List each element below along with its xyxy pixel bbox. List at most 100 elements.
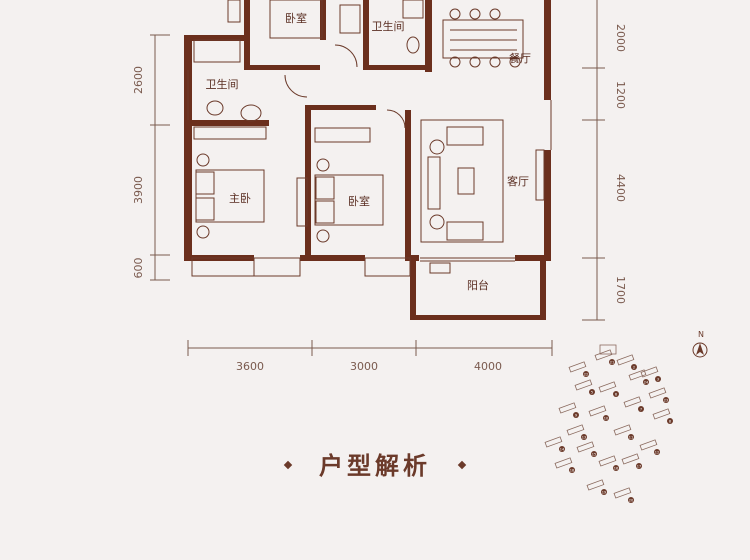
site-building bbox=[554, 457, 573, 469]
site-marker bbox=[631, 364, 637, 370]
site-marker bbox=[601, 489, 607, 495]
site-building bbox=[598, 381, 617, 393]
dim-bottom-4000: 4000 bbox=[474, 360, 502, 373]
site-marker-label: 22 bbox=[584, 373, 588, 377]
site-marker bbox=[638, 406, 644, 412]
site-marker-label: 18 bbox=[570, 469, 574, 473]
site-building bbox=[616, 354, 635, 366]
site-marker-label: 14 bbox=[560, 448, 565, 452]
room-label-bathroom-left: 卫生间 bbox=[206, 77, 239, 91]
room-label-master-bedroom: 主卧 bbox=[229, 192, 251, 205]
room-label-bedroom-mid: 卧室 bbox=[348, 194, 370, 208]
dim-right-2000: 2000 bbox=[614, 24, 627, 52]
dim-bottom-3600: 3600 bbox=[236, 360, 264, 373]
site-building bbox=[613, 487, 632, 499]
toilet-icon-left bbox=[206, 100, 224, 116]
dim-left-2600: 2600 bbox=[132, 66, 145, 94]
title-dot-left bbox=[283, 460, 293, 470]
site-marker-label: 3 bbox=[657, 378, 659, 382]
site-marker-label: 21 bbox=[610, 361, 614, 365]
footer-title: 户型解析 bbox=[283, 452, 467, 480]
shower-icon bbox=[193, 39, 241, 63]
sofa-icon bbox=[427, 156, 441, 210]
site-building bbox=[639, 439, 658, 451]
site-building bbox=[594, 349, 613, 361]
site-marker-label: 23 bbox=[664, 399, 668, 403]
master-bed-icon bbox=[195, 169, 265, 223]
site-marker-label: 16 bbox=[614, 467, 618, 471]
page-title: 户型解析 bbox=[319, 452, 431, 480]
room-label-bathroom-top: 卫生间 bbox=[372, 19, 405, 33]
site-marker-label: 9 bbox=[575, 414, 577, 418]
site-building bbox=[648, 387, 667, 399]
site-marker bbox=[573, 412, 579, 418]
site-building bbox=[623, 396, 642, 408]
dim-bottom-3000: 3000 bbox=[350, 360, 378, 373]
site-marker-label: 19 bbox=[602, 491, 606, 495]
site-marker bbox=[628, 434, 634, 440]
site-marker bbox=[613, 465, 619, 471]
site-marker bbox=[654, 449, 660, 455]
right-dimension-line bbox=[582, 0, 605, 321]
dim-right-1700: 1700 bbox=[614, 276, 627, 304]
site-building bbox=[568, 361, 587, 373]
rug bbox=[420, 119, 504, 243]
title-dot-right bbox=[457, 460, 467, 470]
site-marker bbox=[667, 418, 673, 424]
site-marker bbox=[603, 415, 609, 421]
dim-right-4400: 4400 bbox=[614, 174, 627, 202]
site-building bbox=[586, 479, 605, 491]
sink-icon bbox=[240, 104, 262, 122]
toilet-icon bbox=[406, 36, 420, 54]
site-marker-label: 6 bbox=[615, 393, 617, 397]
dim-left-3900: 3900 bbox=[132, 176, 145, 204]
site-marker bbox=[613, 391, 619, 397]
site-building bbox=[576, 441, 595, 453]
site-building bbox=[621, 453, 640, 465]
site-marker bbox=[591, 451, 597, 457]
furniture bbox=[193, 0, 545, 274]
site-marker-label: 7 bbox=[640, 408, 642, 412]
site-marker-label: 8 bbox=[669, 420, 671, 424]
compass-north-label: N bbox=[698, 330, 704, 339]
site-building bbox=[613, 424, 632, 436]
bed-icon bbox=[269, 0, 323, 39]
bottom-dimension-line bbox=[187, 340, 553, 356]
site-marker-label: 24 bbox=[644, 381, 649, 385]
site-marker bbox=[655, 376, 661, 382]
site-marker-label: 2 bbox=[633, 366, 635, 370]
coffee-table-icon bbox=[457, 167, 475, 195]
site-building bbox=[640, 366, 659, 378]
site-marker-label: 13 bbox=[582, 436, 586, 440]
site-marker bbox=[583, 371, 589, 377]
room-label-dining: 餐厅 bbox=[509, 51, 531, 65]
room-label-bedroom-top: 卧室 bbox=[285, 11, 307, 25]
site-marker bbox=[628, 497, 634, 503]
site-building bbox=[652, 408, 671, 420]
bedroom-bed-icon bbox=[314, 174, 384, 226]
dim-right-1200: 1200 bbox=[614, 81, 627, 109]
site-clubhouse bbox=[599, 344, 617, 355]
site-marker-label: 20 bbox=[629, 499, 633, 503]
windows bbox=[187, 0, 552, 277]
site-marker bbox=[663, 397, 669, 403]
site-marker-label: 5 bbox=[591, 391, 593, 395]
site-marker-label: 12 bbox=[655, 451, 659, 455]
site-marker-label: 10 bbox=[604, 417, 608, 421]
dim-left-600: 600 bbox=[132, 258, 145, 279]
site-marker bbox=[559, 446, 565, 452]
site-building bbox=[628, 369, 647, 381]
room-label-living: 客厅 bbox=[507, 174, 529, 188]
site-building bbox=[598, 455, 617, 467]
site-building bbox=[574, 379, 593, 391]
site-marker bbox=[569, 467, 575, 473]
site-marker-label: 17 bbox=[637, 465, 641, 469]
site-building bbox=[566, 424, 585, 436]
site-marker bbox=[609, 359, 615, 365]
site-building bbox=[544, 436, 563, 448]
site-marker bbox=[643, 379, 649, 385]
left-dimension-line bbox=[150, 34, 170, 281]
site-marker-label: 15 bbox=[592, 453, 596, 457]
